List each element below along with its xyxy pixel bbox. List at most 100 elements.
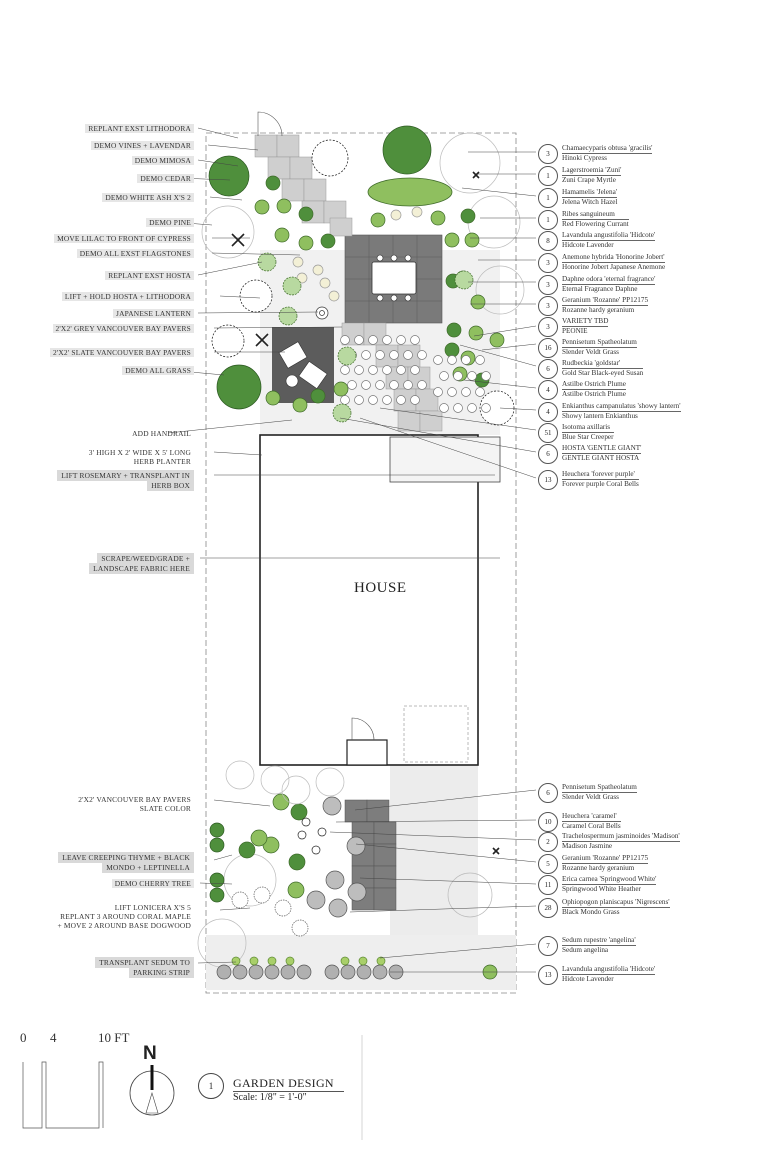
note-scrape-weed: SCRAPE/WEED/GRADE + — [97, 553, 194, 564]
cypress-symbol — [239, 279, 273, 313]
groundcover-symbol — [461, 387, 471, 397]
plant-common-name: Black Mondo Grass — [562, 908, 620, 916]
plant-common-name: Caramel Coral Bells — [562, 822, 621, 830]
shrub-symbol — [370, 212, 386, 228]
shrub-symbol — [444, 342, 460, 358]
sedum-symbol — [231, 956, 241, 966]
plant-label: Heuchera 'caramel'Caramel Coral Bells — [562, 812, 621, 831]
heuchera-symbol — [346, 836, 366, 856]
plant-scientific-name: Erica carnea 'Springwood White' — [562, 875, 657, 885]
tree-symbol — [216, 364, 262, 410]
tree-symbol — [382, 125, 432, 175]
shrub-symbol — [265, 390, 281, 406]
note-mondo-leptinella: MONDO + LEPTINELLA — [102, 862, 194, 873]
cypress-symbol — [211, 324, 245, 358]
lavender-symbol — [372, 964, 388, 980]
shrub-symbol — [276, 198, 292, 214]
demo-x-marks — [231, 171, 500, 855]
note-demo-vines: DEMO VINES + LAVENDAR — [91, 141, 194, 150]
gravel-area-side — [390, 765, 478, 935]
plant-qty-badge: 2 — [538, 832, 558, 852]
drawing-number: 1 — [198, 1073, 224, 1099]
heuchera-symbol — [306, 890, 326, 910]
shrub-symbol — [310, 388, 326, 404]
groundcover-symbol — [403, 380, 413, 390]
geranium-symbol — [297, 830, 307, 840]
north-arrow — [129, 1065, 175, 1116]
shrub-symbol — [489, 332, 505, 348]
plant-common-name: Honorine Jobert Japanese Anemone — [562, 263, 666, 271]
geranium-symbol — [317, 827, 327, 837]
note-move-dogwood: + MOVE 2 AROUND BASE DOGWOOD — [57, 921, 191, 930]
note-herb-planter: HERB PLANTER — [133, 457, 191, 466]
plant-qty-badge: 3 — [538, 144, 558, 164]
scale-bar — [22, 1061, 104, 1129]
note-demo-grass: DEMO ALL GRASS — [122, 366, 194, 375]
lavender-symbol — [264, 964, 280, 980]
existing-tree-outline — [201, 205, 255, 259]
groundcover-symbol — [481, 371, 491, 381]
note-parking-strip: PARKING STRIP — [129, 967, 194, 978]
groundcover-symbol — [354, 335, 364, 345]
slate-paver-patio — [272, 327, 334, 403]
japanese-lantern-symbol — [319, 310, 325, 316]
note-japanese-lantern: JAPANESE LANTERN — [113, 309, 194, 318]
note-grey-pavers: 2'X2' GREY VANCOUVER BAY PAVERS — [52, 324, 194, 333]
plant-scientific-name: Heuchera 'caramel' — [562, 812, 621, 822]
drawing-scale: Scale: 1/8" = 1'-0" — [233, 1092, 307, 1103]
heather-symbol — [274, 899, 292, 917]
plant-scientific-name: Lavandula angustifolia 'Hidcote' — [562, 965, 656, 975]
heuchera-symbol — [328, 898, 348, 918]
shrub-symbol — [298, 206, 314, 222]
groundcover-symbol — [382, 365, 392, 375]
groundcover-symbol — [410, 365, 420, 375]
perennial-symbol — [292, 256, 304, 268]
plant-label: Ophiopogon planiscapus 'Nigrescens'Black… — [562, 898, 670, 917]
groundcover-symbol — [354, 365, 364, 375]
plant-scientific-name: Pennisetum Spatheolatum — [562, 338, 637, 348]
shrub-symbol — [468, 325, 484, 341]
groundcover-symbol — [396, 395, 406, 405]
plant-common-name: Springwood White Heather — [562, 885, 641, 893]
plant-scientific-name: VARIETY TBD — [562, 317, 609, 327]
plant-common-name: Showy lantern Enkianthus — [562, 412, 638, 420]
scale-zero: 0 — [20, 1030, 27, 1045]
plant-common-name: Eternal Fragrance Daphne — [562, 285, 638, 293]
star-shrub-symbol — [454, 270, 474, 290]
perennial-symbol — [296, 272, 308, 284]
witch-hazel-symbol — [367, 177, 453, 207]
shrub-symbol — [464, 232, 480, 248]
plant-label: Anemone hybrida 'Honorine Jobert'Honorin… — [562, 253, 666, 272]
lavender-symbol — [216, 964, 232, 980]
shrub-symbol — [290, 803, 308, 821]
note-bottom-pavers: 2'X2' VANCOUVER BAY PAVERS — [78, 795, 191, 804]
plant-qty-badge: 4 — [538, 402, 558, 422]
shrub-symbol — [446, 322, 462, 338]
groundcover-symbol — [433, 387, 443, 397]
plant-label: Enkianthus campanulatus 'showy lantern'S… — [562, 402, 681, 421]
plant-common-name: GENTLE GIANT HOSTA — [562, 454, 640, 462]
plant-common-name: Madison Jasmine — [562, 842, 613, 850]
plant-qty-badge: 3 — [538, 253, 558, 273]
perennial-symbol — [312, 264, 324, 276]
plant-common-name: Hidcote Lavender — [562, 975, 614, 983]
plant-scientific-name: Lagerstroemia 'Zuni' — [562, 166, 622, 176]
house-outline — [259, 434, 479, 766]
lavender-symbol — [356, 964, 372, 980]
lavender-symbol — [324, 964, 340, 980]
heuchera-symbol — [347, 882, 367, 902]
note-demo-cedar: DEMO CEDAR — [137, 174, 194, 183]
note-add-handrail: ADD HANDRAIL — [132, 429, 191, 438]
plant-qty-badge: 6 — [538, 783, 558, 803]
groundcover-symbol — [447, 355, 457, 365]
note-demo-white-ash: DEMO WHITE ASH X'S 2 — [102, 193, 194, 202]
groundcover-symbol — [368, 365, 378, 375]
star-shrub-symbol — [337, 346, 357, 366]
groundcover-symbol — [354, 395, 364, 405]
plant-qty-badge: 6 — [538, 359, 558, 379]
plant-common-name: Jelena Witch Hazel — [562, 198, 618, 206]
shrub-symbol — [444, 232, 460, 248]
